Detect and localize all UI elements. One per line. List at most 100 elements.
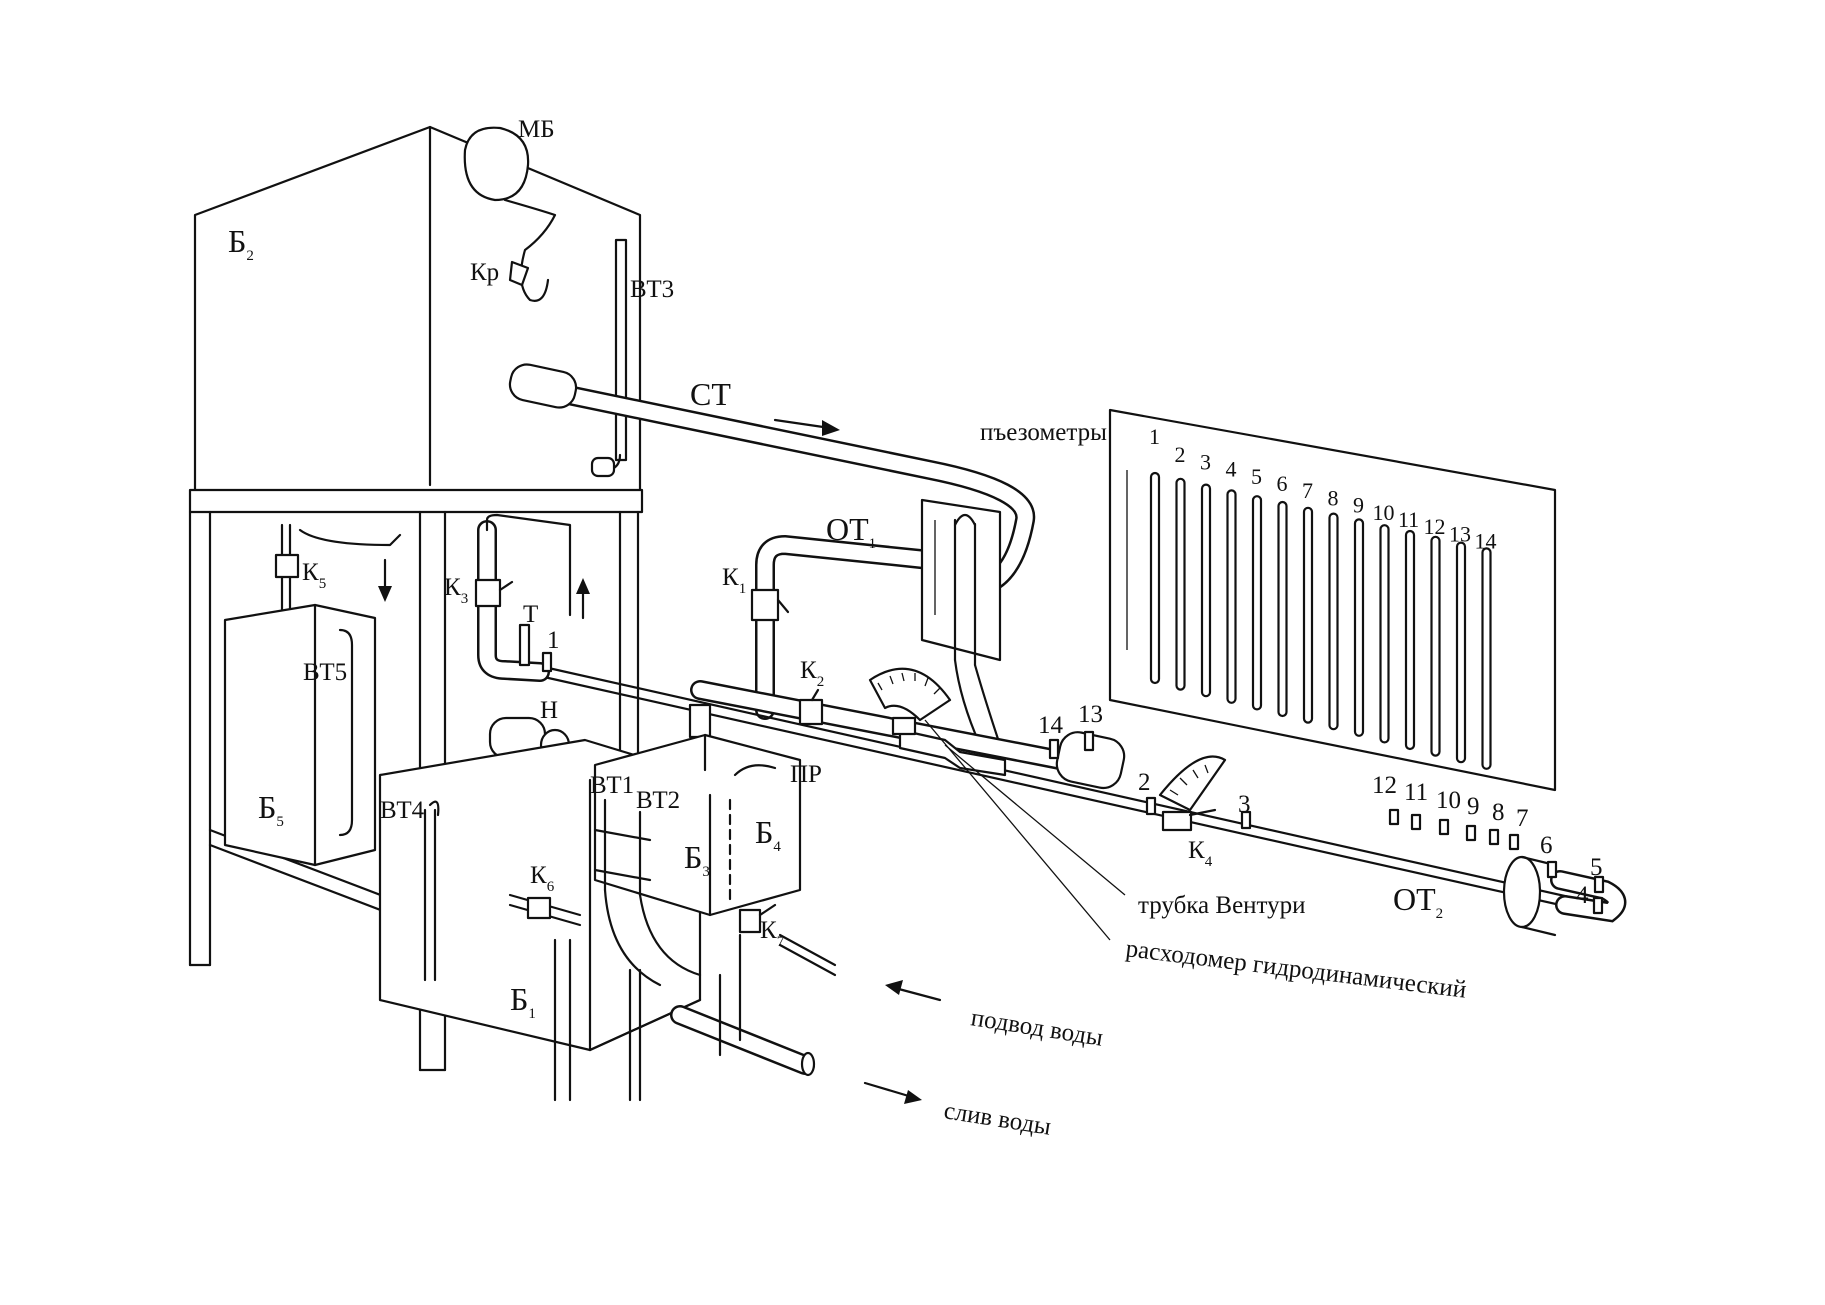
label-tap-5: 5	[1590, 854, 1603, 881]
label-st: СТ	[690, 376, 731, 412]
piezometer-number: 10	[1373, 500, 1395, 525]
label-point-1: 1	[547, 627, 560, 654]
piezometer-tube	[1251, 495, 1263, 711]
label-tap-11: 11	[1404, 779, 1428, 806]
pipe-ot2-end	[1502, 855, 1627, 937]
main-pipeline	[533, 663, 1607, 917]
label-k2: К2	[800, 657, 824, 690]
tank-b5	[223, 603, 377, 867]
label-drain: слив воды	[942, 1097, 1053, 1141]
piezometer-tube	[1277, 500, 1288, 718]
piezometer-number: 8	[1328, 485, 1339, 510]
label-vt4: ВТ4	[380, 797, 425, 824]
label-k6: К6	[530, 862, 555, 895]
valve-k6	[508, 893, 582, 927]
pressure-taps-12-7	[1388, 808, 1520, 851]
hydrodynamic-flowmeter	[868, 667, 952, 736]
label-vt1: ВТ1	[590, 772, 634, 799]
label-b2: Б2	[228, 223, 254, 264]
water-gauge-vt4	[423, 800, 440, 982]
label-b5: Б5	[258, 789, 284, 830]
label-b4: Б4	[755, 814, 781, 855]
piezometer-number: 1	[1149, 424, 1160, 449]
flow-arrow-st	[773, 418, 840, 436]
water-gauge-vt3	[590, 238, 628, 478]
piezometer-number: 14	[1475, 529, 1497, 554]
pressure-taps	[1048, 730, 1252, 830]
piezometer-number: 7	[1302, 478, 1313, 503]
label-k3: К3	[444, 574, 468, 607]
label-tap-9: 9	[1467, 793, 1480, 820]
piezometer-number: 2	[1175, 442, 1186, 467]
piezometer-number: 13	[1449, 521, 1471, 546]
label-tap-6: 6	[1540, 832, 1553, 859]
label-b1: Б1	[510, 981, 536, 1022]
piezometer-tube	[1302, 506, 1314, 724]
piezometer-tube	[1455, 541, 1467, 764]
label-tap-12: 12	[1372, 772, 1397, 799]
label-flowmeter: расходомер гидродинамический	[1124, 935, 1468, 1004]
piezometers-title: пъезометры	[980, 419, 1107, 446]
piezometer-number: 3	[1200, 449, 1211, 474]
label-tap-7: 7	[1516, 805, 1529, 832]
pipe-st	[508, 363, 1036, 595]
piezometer-tubes	[1149, 471, 1492, 770]
label-tap-4: 4	[1576, 882, 1589, 909]
piezometer-tube	[1404, 529, 1416, 751]
label-k4: К4	[1188, 837, 1213, 870]
flowmeter-dial-2	[1158, 755, 1227, 812]
label-t: Т	[523, 601, 538, 628]
pipe-ot1	[755, 534, 940, 720]
label-vt3: ВТ3	[630, 276, 674, 303]
label-n: Н	[540, 697, 558, 724]
valve-k7	[738, 903, 777, 934]
piezometer-number: 9	[1353, 493, 1364, 518]
flow-arrow-up	[576, 578, 590, 620]
piezometer-number: 12	[1424, 514, 1446, 539]
valve-k4	[1161, 808, 1217, 832]
label-ot2: ОТ2	[1393, 881, 1443, 922]
valve-k1	[750, 588, 790, 622]
leader-lines	[924, 719, 1126, 941]
piezometer-number: 6	[1277, 471, 1288, 496]
label-k5: К5	[302, 559, 326, 592]
water-gauges-vt1-vt2	[593, 798, 702, 987]
flow-arrow-down	[378, 558, 392, 602]
piezometer-number: 11	[1398, 507, 1419, 532]
riser-k3	[474, 513, 572, 682]
piezometer-tube	[1481, 547, 1492, 770]
label-vt2: ВТ2	[636, 787, 680, 814]
valve-k2	[798, 688, 824, 726]
label-ot1: ОТ1	[826, 511, 876, 552]
label-tap-3: 3	[1238, 791, 1251, 818]
label-b3: Б3	[684, 839, 710, 880]
flow-arrow-supply	[885, 980, 942, 1002]
piezometer-tube	[1328, 512, 1339, 731]
supply-drain-pipes	[553, 933, 837, 1102]
valve-k5	[274, 523, 402, 612]
float-valve-mb	[463, 126, 557, 302]
piezometer-tube	[1379, 524, 1390, 744]
piezometer-number: 4	[1226, 457, 1237, 482]
piezometer-tube	[1353, 518, 1365, 737]
label-tap-14: 14	[1038, 712, 1064, 739]
upper-tank-b2	[188, 125, 644, 514]
label-k7: К7	[760, 917, 785, 950]
label-tap-8: 8	[1492, 799, 1505, 826]
label-vt5: ВТ5	[303, 659, 347, 686]
label-mb: МБ	[518, 116, 555, 143]
piezometer-tube	[1149, 471, 1161, 685]
manometer-board	[920, 498, 1002, 747]
label-tap-10: 10	[1436, 787, 1461, 814]
label-tap-13: 13	[1078, 701, 1103, 728]
label-tap-2: 2	[1138, 769, 1151, 796]
label-venturi: трубка Вентури	[1138, 892, 1306, 919]
piezometer-tube	[1226, 489, 1237, 704]
piezometer-tube	[1175, 477, 1186, 691]
label-pr: ПР	[790, 761, 822, 788]
label-supply: подвод воды	[969, 1004, 1105, 1052]
piezometer-number: 5	[1251, 464, 1262, 489]
flow-arrow-drain	[863, 1081, 922, 1104]
